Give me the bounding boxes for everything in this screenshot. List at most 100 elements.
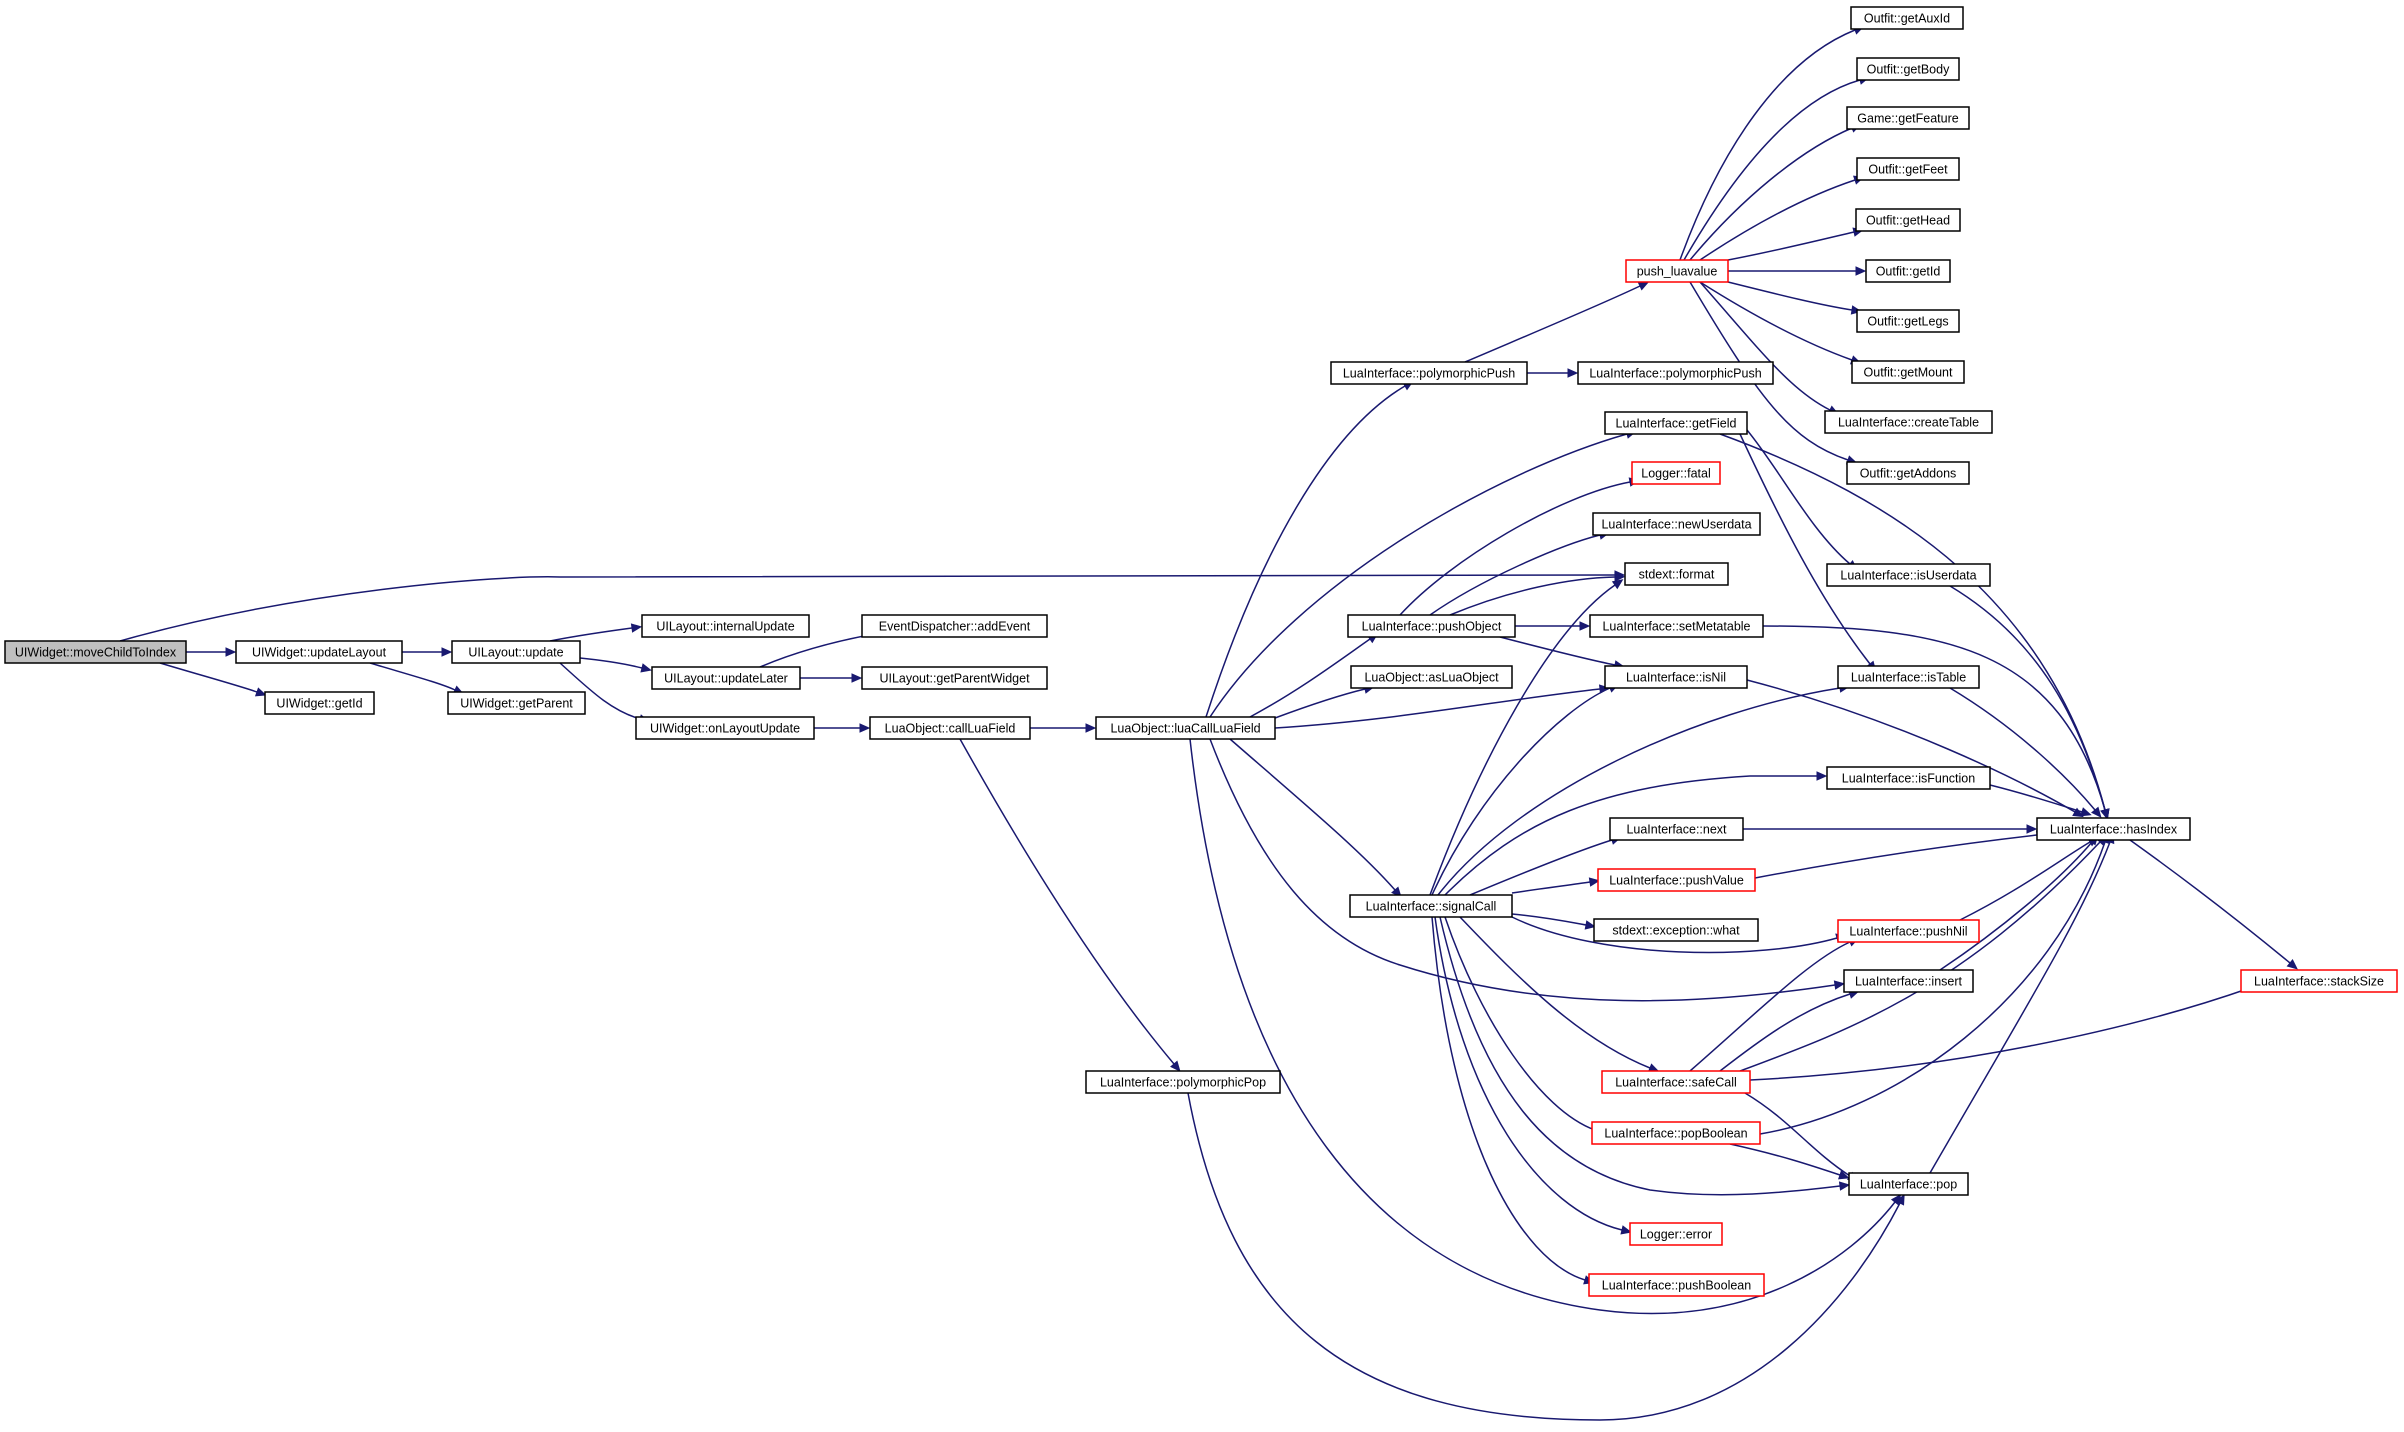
arrowhead — [1614, 572, 1626, 582]
node-label: LuaInterface::isNil — [1626, 671, 1726, 685]
node-luainterface-isfunction[interactable]: LuaInterface::isFunction — [1826, 766, 1991, 790]
node-box — [1629, 1222, 1723, 1246]
node-uiwidget-getparent[interactable]: UIWidget::getParent — [447, 691, 586, 715]
edge-line — [1444, 916, 1596, 1131]
node-luainterface-getfield[interactable]: LuaInterface::getField — [1604, 411, 1748, 435]
node-uiwidget-onlayoutupdate[interactable]: UIWidget::onLayoutUpdate — [635, 716, 815, 740]
edge-line — [959, 738, 1175, 1065]
edge-uiwidget-updatelayout-to-uiwidget-getparent — [369, 662, 465, 695]
edge-luainterface-signalcall-to-logger-error — [1434, 916, 1632, 1235]
edge-luainterface-isnil-to-luainterface-hasindex — [1746, 679, 2084, 818]
node-luainterface-isnil[interactable]: LuaInterface::isNil — [1604, 665, 1748, 689]
node-luainterface-hasindex[interactable]: LuaInterface::hasIndex — [2036, 817, 2191, 841]
node-label: LuaInterface::insert — [1855, 975, 1963, 989]
node-uiwidget-updatelayout[interactable]: UIWidget::updateLayout — [235, 640, 403, 664]
node-outfit-getauxid[interactable]: Outfit::getAuxId — [1850, 6, 1964, 30]
node-stdext-exception-what[interactable]: stdext::exception::what — [1593, 918, 1759, 942]
graph-nodes: UIWidget::moveChildToIndex UIWidget::upda… — [4, 6, 2398, 1297]
node-luainterface-pop[interactable]: LuaInterface::pop — [1848, 1172, 1969, 1196]
arrowhead — [2091, 806, 2102, 818]
node-luainterface-createtable[interactable]: LuaInterface::createTable — [1824, 410, 1993, 434]
node-box — [1597, 868, 1756, 892]
node-uiwidget-movechildtoindex[interactable]: UIWidget::moveChildToIndex — [4, 640, 187, 664]
node-luainterface-setmetatable[interactable]: LuaInterface::setMetatable — [1589, 614, 1764, 638]
node-luainterface-signalcall[interactable]: LuaInterface::signalCall — [1349, 894, 1513, 918]
node-luainterface-popboolean[interactable]: LuaInterface::popBoolean — [1591, 1121, 1761, 1145]
edge-luainterface-signalcall-to-stdext-exception-what — [1511, 913, 1597, 930]
node-luainterface-pushboolean[interactable]: LuaInterface::pushBoolean — [1588, 1273, 1765, 1297]
edge-luainterface-safecall-to-luainterface-pushnil — [1689, 937, 1860, 1072]
edge-line — [369, 662, 456, 691]
edge-line — [1437, 687, 1841, 896]
arrowhead — [1833, 980, 1846, 990]
node-eventdispatcher-addevent[interactable]: EventDispatcher::addEvent — [861, 614, 1048, 638]
node-label: EventDispatcher::addEvent — [879, 620, 1031, 634]
node-luainterface-pushvalue[interactable]: LuaInterface::pushValue — [1597, 868, 1756, 892]
arrowhead — [1637, 281, 1650, 291]
node-luainterface-polymorphicpush[interactable]: LuaInterface::polymorphicPush — [1577, 361, 1774, 385]
node-logger-error[interactable]: Logger::error — [1629, 1222, 1723, 1246]
node-uilayout-internalupdate[interactable]: UILayout::internalUpdate — [641, 614, 810, 638]
edge-line — [1959, 841, 2091, 921]
node-luainterface-isuserdata[interactable]: LuaInterface::isUserdata — [1826, 563, 1991, 587]
node-luainterface-stacksize[interactable]: LuaInterface::stackSize — [2240, 969, 2398, 993]
node-box — [1625, 259, 1729, 283]
edge-luaobject-luacallluafield-to-luainterface-insert — [1209, 738, 1846, 1002]
edge-line — [1679, 29, 1856, 261]
node-box — [1577, 361, 1774, 385]
node-luainterface-polymorphicpush[interactable]: LuaInterface::polymorphicPush — [1330, 361, 1528, 385]
node-uilayout-updatelater[interactable]: UILayout::updateLater — [651, 666, 801, 690]
node-box — [1593, 918, 1759, 942]
node-uiwidget-getid[interactable]: UIWidget::getId — [264, 691, 375, 715]
node-outfit-getbody[interactable]: Outfit::getBody — [1856, 57, 1960, 81]
node-luainterface-insert[interactable]: LuaInterface::insert — [1843, 969, 1974, 993]
node-box — [264, 691, 375, 715]
node-label: LuaInterface::pop — [1860, 1178, 1957, 1192]
node-luainterface-next[interactable]: LuaInterface::next — [1609, 817, 1744, 841]
node-label: LuaInterface::createTable — [1838, 416, 1979, 430]
node-label: LuaInterface::safeCall — [1615, 1076, 1737, 1090]
node-luainterface-istable[interactable]: LuaInterface::isTable — [1837, 665, 1980, 689]
node-box — [1601, 1070, 1751, 1094]
edge-line — [1939, 841, 2093, 971]
node-luaobject-luacallluafield[interactable]: LuaObject::luaCallLuaField — [1095, 716, 1276, 740]
node-luainterface-polymorphicpop[interactable]: LuaInterface::polymorphicPop — [1085, 1070, 1281, 1094]
node-outfit-getmount[interactable]: Outfit::getMount — [1851, 360, 1965, 384]
node-push-luavalue[interactable]: push_luavalue — [1625, 259, 1729, 283]
edge-uilayout-update-to-uilayout-updatelater — [579, 657, 652, 673]
node-label: LuaObject::asLuaObject — [1364, 671, 1499, 685]
node-outfit-getid[interactable]: Outfit::getId — [1865, 259, 1951, 283]
edge-luainterface-polymorphicpush-to-luainterface-polymorphicpush — [1527, 368, 1579, 378]
node-luaobject-callluafield[interactable]: LuaObject::callLuaField — [869, 716, 1031, 740]
node-luaobject-asluaobject[interactable]: LuaObject::asLuaObject — [1350, 665, 1513, 689]
node-game-getfeature[interactable]: Game::getFeature — [1846, 106, 1970, 130]
node-box — [4, 640, 187, 664]
node-uilayout-getparentwidget[interactable]: UILayout::getParentWidget — [861, 666, 1048, 690]
node-box — [1085, 1070, 1281, 1094]
node-outfit-gethead[interactable]: Outfit::getHead — [1855, 208, 1961, 232]
edge-line — [1209, 738, 1836, 1002]
node-box — [651, 666, 801, 690]
node-box — [2036, 817, 2191, 841]
edge-luaobject-luacallluafield-to-luainterface-pop — [1189, 738, 1902, 1315]
node-luainterface-safecall[interactable]: LuaInterface::safeCall — [1601, 1070, 1751, 1094]
node-box — [635, 716, 815, 740]
edge-luainterface-pushvalue-to-luainterface-hasindex — [1754, 830, 2048, 879]
edge-line — [1727, 281, 1853, 311]
arrowhead — [2072, 807, 2084, 818]
node-outfit-getfeet[interactable]: Outfit::getFeet — [1856, 157, 1960, 181]
node-luainterface-pushnil[interactable]: LuaInterface::pushNil — [1837, 919, 1980, 943]
node-label: LuaInterface::polymorphicPush — [1589, 367, 1761, 381]
node-luainterface-newuserdata[interactable]: LuaInterface::newUserdata — [1592, 512, 1761, 536]
edge-line — [1431, 687, 1611, 896]
node-stdext-format[interactable]: stdext::format — [1624, 562, 1729, 586]
edge-push-luavalue-to-game-getfeature — [1689, 123, 1862, 261]
node-outfit-getlegs[interactable]: Outfit::getLegs — [1856, 309, 1960, 333]
node-luainterface-pushobject[interactable]: LuaInterface::pushObject — [1347, 614, 1516, 638]
node-label: LuaInterface::getField — [1616, 417, 1737, 431]
node-uilayout-update[interactable]: UILayout::update — [451, 640, 581, 664]
node-outfit-getaddons[interactable]: Outfit::getAddons — [1846, 461, 1970, 485]
node-logger-fatal[interactable]: Logger::fatal — [1631, 461, 1721, 485]
arrowhead — [1085, 723, 1097, 733]
edge-line — [1499, 636, 1616, 666]
